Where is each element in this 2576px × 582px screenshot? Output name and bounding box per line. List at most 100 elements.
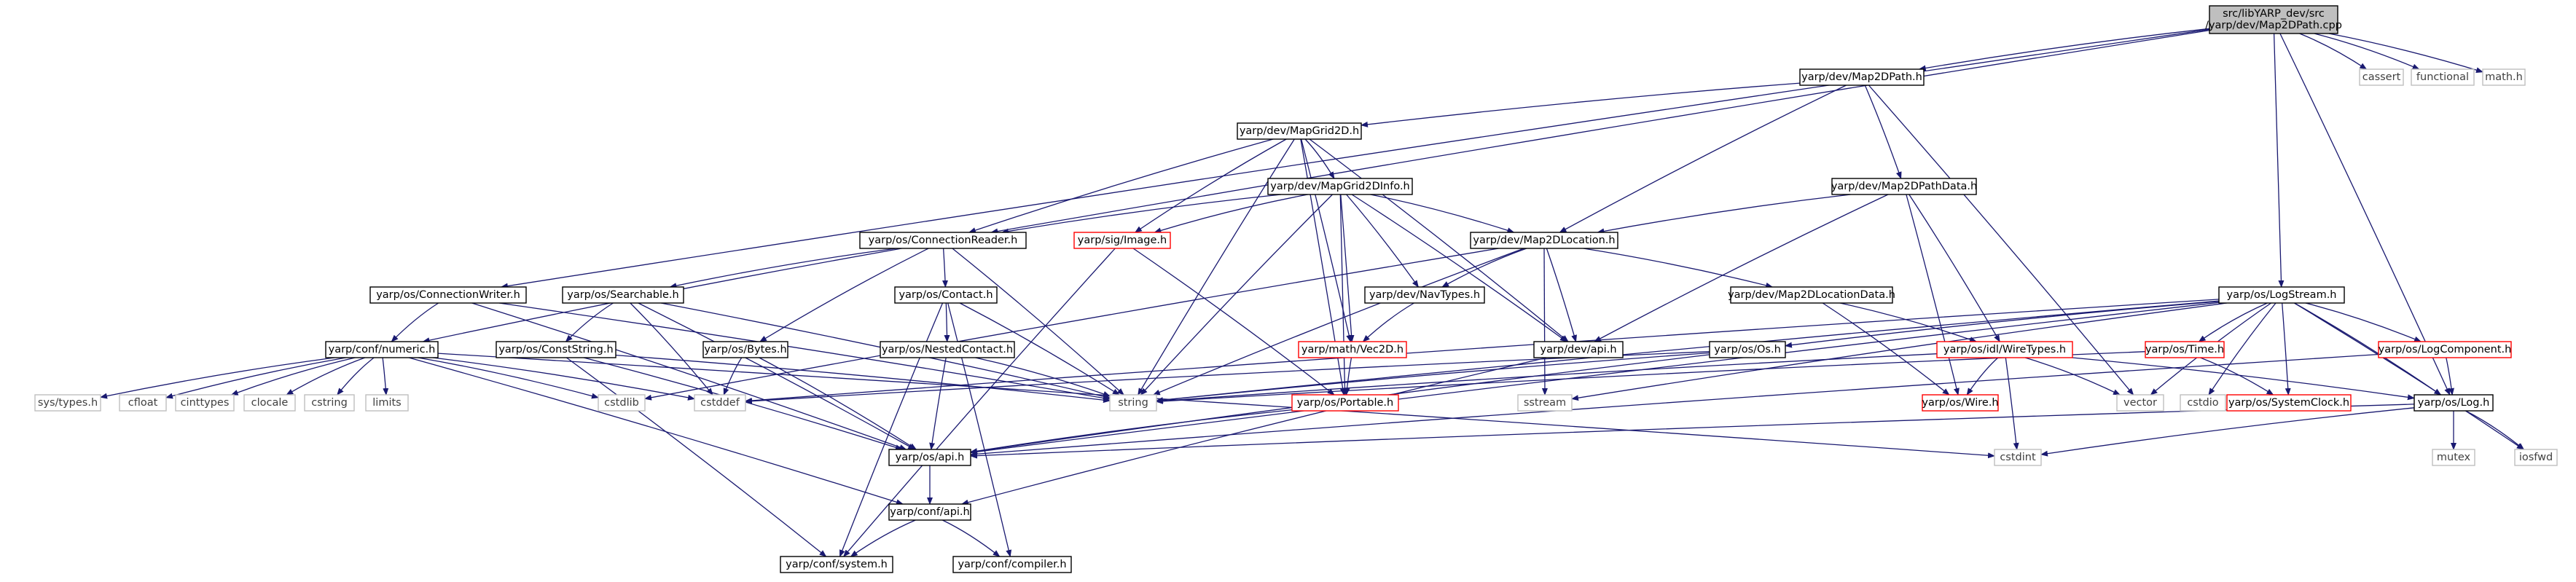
node-map2dlocdata[interactable]: yarp/dev/Map2DLocationData.h — [1728, 286, 1895, 304]
node-portable[interactable]: yarp/os/Portable.h — [1291, 394, 1399, 412]
node-box — [598, 394, 646, 412]
node-sigimage[interactable]: yarp/sig/Image.h — [1073, 232, 1171, 249]
node-conststring[interactable]: yarp/os/ConstString.h — [496, 341, 616, 358]
node-label: cstdio — [2187, 397, 2218, 409]
edge-numeric-to-cstdlib — [418, 357, 599, 399]
node-box — [2359, 68, 2404, 86]
node-mapgrid2d[interactable]: yarp/dev/MapGrid2D.h — [1237, 122, 1362, 140]
node-searchable[interactable]: yarp/os/Searchable.h — [562, 286, 684, 304]
node-box — [952, 556, 1072, 573]
node-label: vector — [2123, 397, 2157, 409]
node-contact[interactable]: yarp/os/Contact.h — [894, 286, 998, 304]
edge-map2dlocdata-to-wiretypes — [1839, 302, 1978, 342]
edge-confapi-to-confcompiler — [942, 519, 1001, 557]
node-label: yarp/os/api.h — [896, 452, 965, 463]
dependency-nodes: src/libYARP_dev/src/yarp/dev/Map2DPath.c… — [34, 5, 2558, 573]
edge-wiretypes-to-string — [1156, 353, 1938, 404]
node-box — [1291, 394, 1399, 412]
node-label: clocale — [251, 397, 289, 409]
node-confcompiler[interactable]: yarp/conf/compiler.h — [952, 556, 1072, 573]
node-osos[interactable]: yarp/os/Os.h — [1709, 341, 1786, 358]
node-label: yarp/os/ConnectionReader.h — [869, 235, 1018, 246]
node-confapi[interactable]: yarp/conf/api.h — [888, 503, 971, 521]
node-box — [325, 341, 439, 358]
node-box — [1109, 394, 1157, 412]
edge-contact-to-confsystem — [839, 302, 944, 557]
edge-mapgrid2dinfo-to-map2dloc — [1370, 194, 1515, 234]
node-label: yarp/os/Searchable.h — [567, 289, 678, 301]
edge-mapgrid2dinfo-to-navtypes — [1346, 194, 1419, 288]
node-numeric[interactable]: yarp/conf/numeric.h — [325, 341, 439, 358]
node-ostime[interactable]: yarp/os/Time.h — [2145, 341, 2225, 358]
node-label: yarp/conf/compiler.h — [958, 559, 1066, 570]
node-box — [1936, 341, 2073, 358]
edge-logcomponent-to-oslog — [2446, 357, 2454, 396]
node-box — [119, 394, 167, 412]
node-oslog[interactable]: yarp/os/Log.h — [2413, 394, 2494, 412]
node-logstream[interactable]: yarp/os/LogStream.h — [2218, 286, 2345, 304]
edge-connwriter-to-numeric — [391, 302, 439, 342]
node-label: yarp/dev/Map2DPathData.h — [1831, 181, 1977, 192]
node-cassert: cassert — [2359, 68, 2404, 86]
node-confsystem[interactable]: yarp/conf/system.h — [780, 556, 893, 573]
node-box — [562, 286, 684, 304]
node-vector: vector — [2116, 394, 2164, 412]
node-label: yarp/os/LogStream.h — [2227, 289, 2337, 301]
node-devapi[interactable]: yarp/dev/api.h — [1533, 341, 1624, 358]
edge-osos-to-string — [1156, 352, 1710, 404]
node-label: yarp/os/LogComponent.h — [2379, 344, 2512, 355]
node-cstdint: cstdint — [1994, 449, 2042, 466]
node-vec2d[interactable]: yarp/math/Vec2D.h — [1298, 341, 1407, 358]
edge-logstream-to-logcomponent — [2305, 302, 2422, 342]
edge-nestedcontact-to-osapi — [929, 357, 947, 450]
node-box — [1533, 341, 1624, 358]
node-nestedcontact[interactable]: yarp/os/NestedContact.h — [880, 341, 1015, 358]
node-label: yarp/os/ConnectionWriter.h — [376, 289, 520, 301]
node-mapgrid2dinfo[interactable]: yarp/dev/MapGrid2DInfo.h — [1267, 178, 1413, 195]
node-box — [1298, 341, 1407, 358]
node-navtypes[interactable]: yarp/dev/NavTypes.h — [1364, 286, 1485, 304]
node-wiretypes[interactable]: yarp/os/idl/WireTypes.h — [1936, 341, 2073, 358]
edge-map2dloc-to-sstream — [1541, 248, 1548, 396]
edge-logstream-to-sstream — [1571, 302, 2227, 401]
node-functional: functional — [2411, 68, 2475, 86]
edge-bytes-to-cstddef — [723, 357, 743, 396]
edge-contact-to-nestedcontact — [944, 302, 950, 342]
edge-root-to-map2dpath — [1918, 28, 2210, 71]
edge-map2dpath-to-vector — [1868, 84, 2134, 396]
edge-connwriter-to-string — [498, 302, 1111, 401]
node-box — [2482, 68, 2526, 86]
node-box — [175, 394, 235, 412]
node-label: yarp/os/Portable.h — [1297, 397, 1393, 409]
node-osapi[interactable]: yarp/os/api.h — [888, 449, 971, 466]
node-box — [304, 394, 355, 412]
edge-map2dpathdata-to-wiretypes — [1908, 194, 2000, 342]
node-label: yarp/os/Wire.h — [1922, 397, 1998, 409]
node-sysclock[interactable]: yarp/os/SystemClock.h — [2226, 394, 2352, 412]
node-label: yarp/dev/MapGrid2DInfo.h — [1270, 181, 1410, 192]
node-cstddef: cstddef — [694, 394, 746, 412]
node-map2dpath[interactable]: yarp/dev/Map2DPath.h — [1799, 68, 1925, 86]
node-map2dloc[interactable]: yarp/dev/Map2DLocation.h — [1470, 232, 1618, 249]
node-bytes[interactable]: yarp/os/Bytes.h — [702, 341, 788, 358]
node-label: yarp/os/Bytes.h — [704, 344, 786, 355]
node-box — [496, 341, 616, 358]
edge-map2dpath-to-map2dpathdata — [1864, 84, 1902, 179]
node-connwriter[interactable]: yarp/os/ConnectionWriter.h — [369, 286, 527, 304]
edge-logstream-to-osapi — [970, 302, 2220, 455]
node-limits: limits — [365, 394, 409, 412]
node-logcomponent[interactable]: yarp/os/LogComponent.h — [2378, 341, 2512, 358]
node-map2dpathdata[interactable]: yarp/dev/Map2DPathData.h — [1831, 178, 1977, 195]
node-wire[interactable]: yarp/os/Wire.h — [1922, 394, 1999, 412]
node-connreader[interactable]: yarp/os/ConnectionReader.h — [859, 232, 1027, 249]
node-label: sstream — [1524, 397, 1566, 409]
edge-mapgrid2dinfo-to-sigimage — [1154, 194, 1308, 234]
edge-root-to-mathh — [2328, 33, 2483, 73]
edge-mapgrid2d-to-vec2d — [1301, 138, 1352, 342]
node-label: cstring — [311, 397, 348, 409]
node-box — [1267, 178, 1413, 195]
node-label: yarp/os/Os.h — [1714, 344, 1781, 355]
edge-oslog-to-cstdint — [2040, 407, 2415, 457]
edge-portable-to-osapi — [970, 409, 1293, 455]
edge-confapi-to-confsystem — [850, 519, 916, 557]
